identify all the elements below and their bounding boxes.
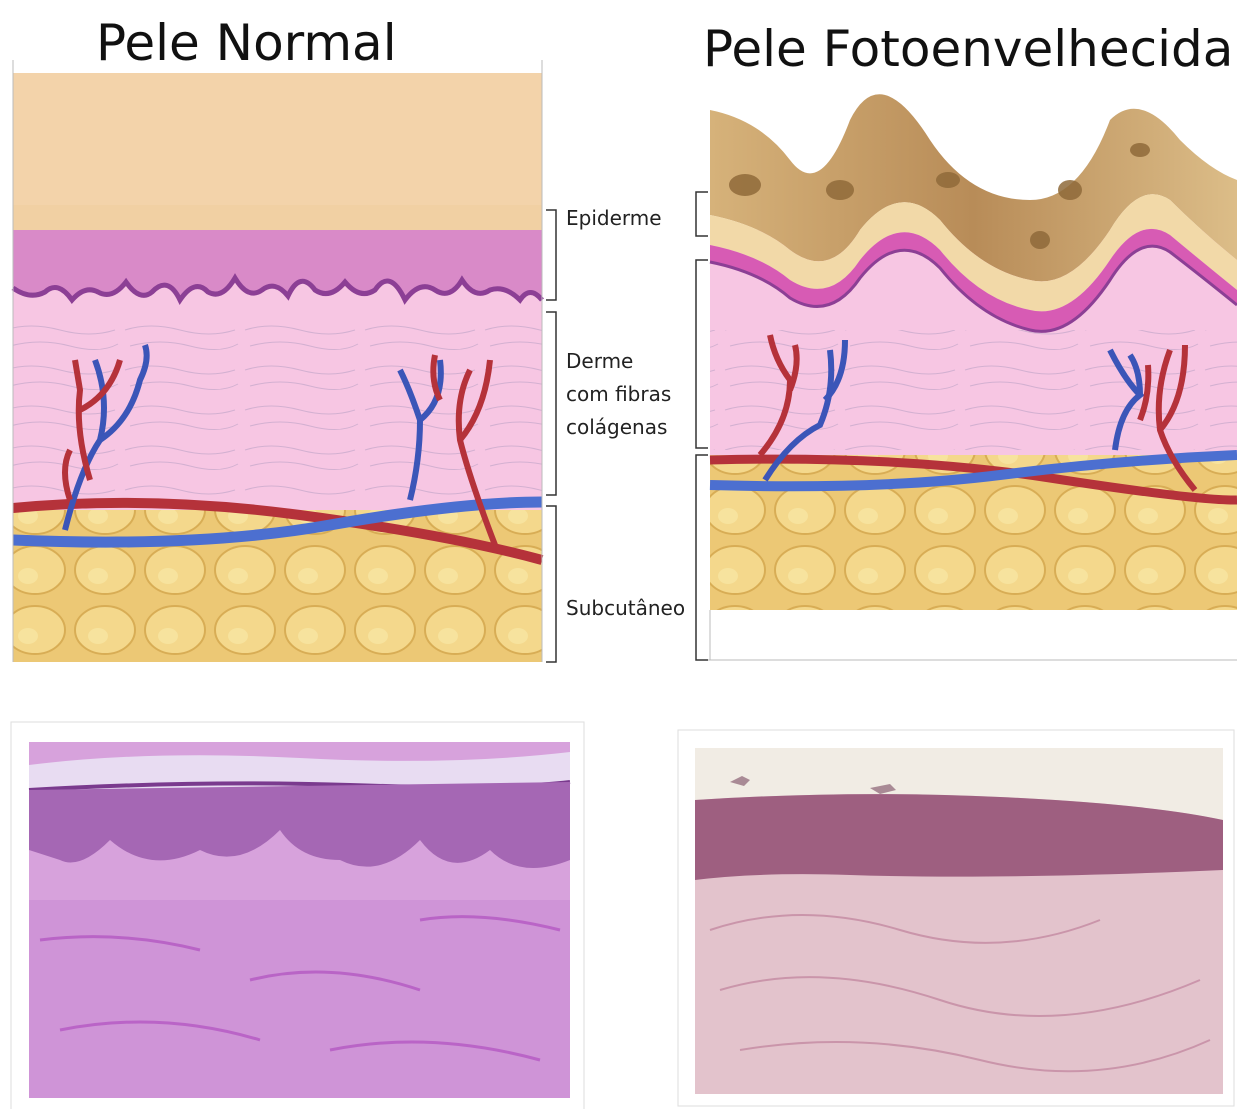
- normal-skin-diagram: [13, 73, 542, 662]
- histology-normal: [11, 722, 584, 1109]
- label-subcutaneous: Subcutâneo: [566, 592, 685, 624]
- label-dermis-line-1: Derme: [566, 345, 633, 377]
- label-dermis-line-2: com fibras: [566, 378, 671, 410]
- histology-photoaged: [678, 730, 1234, 1106]
- photoaged-skin-diagram: [710, 94, 1237, 660]
- label-epidermis: Epiderme: [566, 202, 662, 234]
- label-dermis-line-3: colágenas: [566, 411, 667, 443]
